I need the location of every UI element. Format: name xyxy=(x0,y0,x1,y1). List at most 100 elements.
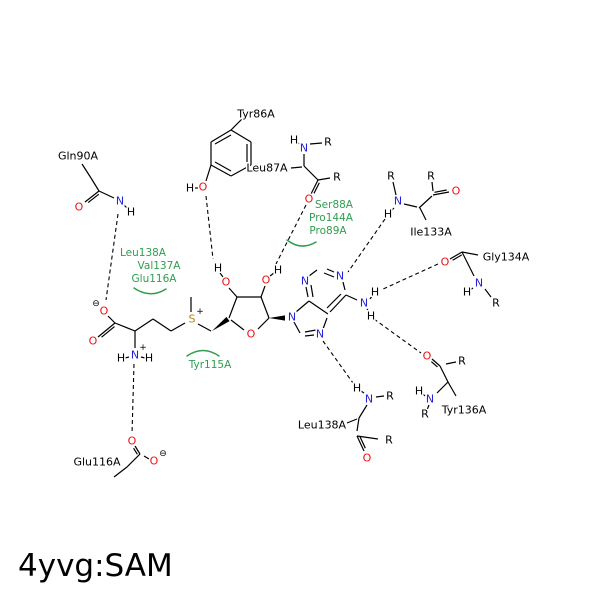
bond xyxy=(439,365,449,383)
bond xyxy=(81,163,92,179)
charge-label: + xyxy=(196,307,204,317)
hydrophobic-arc xyxy=(286,239,317,247)
bond xyxy=(134,445,141,455)
atom-label: O xyxy=(89,335,98,348)
charge-label: ⊖ xyxy=(92,299,100,309)
bond xyxy=(392,181,397,196)
atom-label: O xyxy=(150,455,159,468)
residue-label: Leu87A xyxy=(246,162,288,175)
bond xyxy=(356,417,360,432)
bond xyxy=(434,189,447,193)
bond xyxy=(230,129,252,143)
hydrogen-bond xyxy=(275,204,307,265)
bond xyxy=(107,315,116,324)
bond xyxy=(134,318,154,332)
bond xyxy=(114,322,136,332)
charge-label: + xyxy=(139,343,147,353)
bond xyxy=(257,317,270,330)
bond xyxy=(228,296,238,319)
bond xyxy=(230,319,245,331)
bond xyxy=(360,390,365,394)
hydrogen-bond xyxy=(373,318,422,354)
bond xyxy=(303,165,319,181)
atom-label: N xyxy=(426,393,434,406)
atom-label: H xyxy=(353,382,361,395)
atom-label: O xyxy=(222,276,231,289)
bond xyxy=(390,207,395,212)
bond xyxy=(369,295,373,300)
bond xyxy=(317,177,331,181)
hydrophobic-residue-label: Ser88A xyxy=(315,199,354,211)
bond xyxy=(345,294,358,301)
atom-label: N xyxy=(300,142,308,155)
atom-label: R xyxy=(324,136,332,149)
structure-title: 4yvg:SAM xyxy=(18,548,173,584)
bond xyxy=(432,191,450,196)
wedge-bond xyxy=(269,315,285,321)
bond xyxy=(123,204,129,210)
bond xyxy=(366,308,370,313)
bond xyxy=(84,190,100,203)
bond xyxy=(290,166,303,169)
bond xyxy=(269,272,275,277)
hydrogen-bond xyxy=(322,340,354,384)
hydrophobic-residue-label: Tyr115A xyxy=(188,359,232,371)
hydrophobic-residue-label: Glu116A xyxy=(132,273,178,285)
atom-label: H xyxy=(186,182,194,195)
atom-label: O xyxy=(128,435,137,448)
residue-label: Gln90A xyxy=(58,150,99,163)
bond xyxy=(436,381,449,394)
atom-label: H xyxy=(145,352,153,365)
bond xyxy=(210,164,232,177)
bond xyxy=(219,272,224,278)
bond xyxy=(356,435,379,440)
hydrogen-bond xyxy=(380,263,439,291)
atom-label: O xyxy=(305,193,314,206)
atom-label: N xyxy=(116,195,124,208)
bond xyxy=(322,317,328,330)
charge-label: ⊖ xyxy=(159,449,167,459)
bond xyxy=(308,269,318,277)
atom-label: H xyxy=(463,286,471,299)
atom-label: N xyxy=(365,393,373,406)
residue-label: Tyr86A xyxy=(236,108,275,121)
atom-label: R xyxy=(492,297,500,310)
bond xyxy=(260,285,266,298)
atom-label: O xyxy=(452,185,461,198)
bond xyxy=(101,326,115,338)
bond xyxy=(431,358,441,367)
bond xyxy=(313,182,320,194)
bond xyxy=(296,141,300,145)
bond xyxy=(152,318,172,332)
atom-label: N xyxy=(360,297,368,310)
bond xyxy=(403,203,418,208)
hydrogen-bond xyxy=(347,218,386,273)
atom-label: N xyxy=(131,349,139,362)
bond xyxy=(170,322,186,332)
bond xyxy=(329,294,347,313)
bond xyxy=(97,322,116,338)
atom-label: N xyxy=(316,328,324,341)
atom-label: R xyxy=(427,170,435,183)
bond xyxy=(461,251,475,277)
bond xyxy=(98,190,115,199)
bond xyxy=(295,300,310,313)
residue-label: Gly134A xyxy=(483,251,530,264)
atom-label: R xyxy=(458,355,466,368)
atom-label: N xyxy=(288,311,296,324)
bond xyxy=(214,134,232,145)
atom-label: O xyxy=(247,328,256,341)
atom-label: O xyxy=(423,350,432,363)
hydrophobic-arc xyxy=(186,349,220,357)
atom-label: H xyxy=(274,264,282,277)
residue-label: Leu138A xyxy=(298,419,347,432)
atom-label: H xyxy=(127,206,135,219)
bond xyxy=(304,329,317,333)
bond xyxy=(230,164,252,177)
bond xyxy=(210,129,232,143)
bond xyxy=(484,288,492,298)
bond xyxy=(359,436,366,449)
bond xyxy=(419,207,427,221)
bond xyxy=(426,404,430,411)
bond xyxy=(445,361,457,365)
